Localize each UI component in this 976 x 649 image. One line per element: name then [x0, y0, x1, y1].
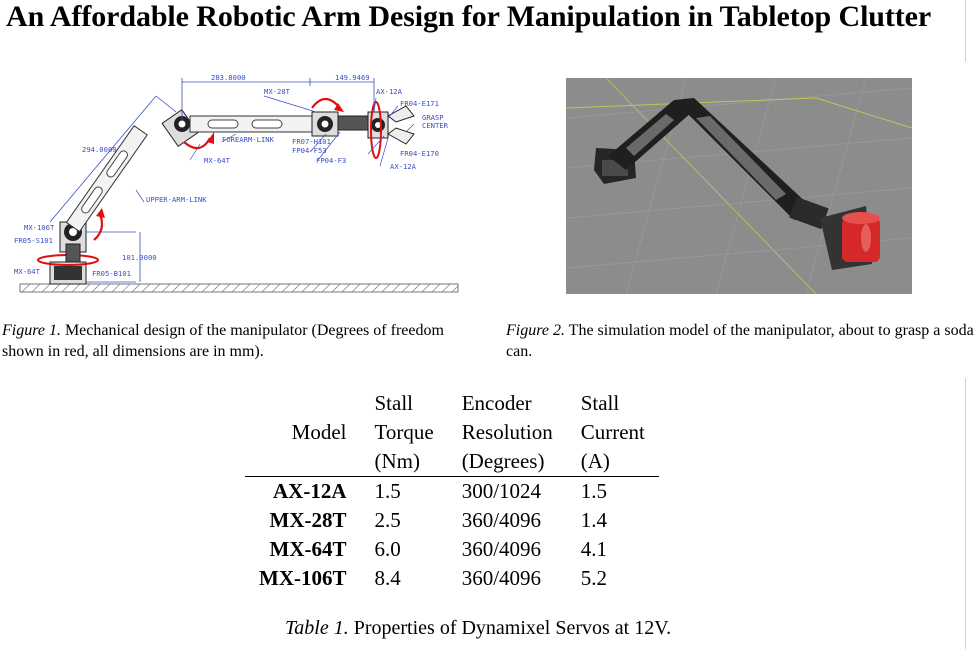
label-fr04-e170: FR04-E170 — [400, 149, 439, 158]
label-center: CENTER — [422, 121, 449, 130]
model-cell: MX-28T — [269, 508, 347, 532]
dim-wrist-label: 149.9469 — [335, 73, 370, 82]
header-cell — [245, 389, 361, 418]
model-cell: AX-12A — [273, 479, 347, 503]
table-header-row: Model Torque Resolution Current — [245, 418, 659, 447]
label-ax12a-top: AX-12A — [376, 87, 403, 96]
header-cell: Stall — [580, 391, 620, 415]
servo-properties-table: Stall Encoder Stall Model Torque Resolut… — [245, 389, 659, 593]
sim-soda-can — [842, 218, 880, 262]
torque-cell: 2.5 — [374, 508, 401, 532]
header-cell: (Nm) — [360, 447, 448, 477]
model-cell: MX-106T — [259, 566, 347, 590]
table1-caption: Table 1. Properties of Dynamixel Servos … — [285, 617, 671, 640]
resolution-cell: 360/4096 — [461, 537, 542, 561]
table-header-row: Stall Encoder Stall — [245, 389, 659, 418]
label-mx64t-elbow: MX-64T — [204, 156, 231, 165]
resolution-cell: 360/4096 — [461, 508, 542, 532]
sim-wrist — [789, 196, 829, 230]
figure2-caption-text: The simulation model of the manipulator,… — [506, 322, 974, 360]
label-fr07-h101: FR07-H101 — [292, 137, 331, 146]
base-servo-body — [54, 266, 82, 280]
table-row: MX-28T 2.5 360/4096 1.4 — [245, 506, 659, 535]
figure1-caption-label: Figure 1. — [2, 322, 61, 339]
ground-plate — [19, 283, 459, 293]
torque-cell: 6.0 — [374, 537, 401, 561]
wrist-bracket — [337, 115, 369, 131]
header-cell: (Degrees) — [447, 447, 567, 477]
wrist-dof-arrow — [311, 97, 341, 109]
label-grasp: GRASP — [422, 113, 444, 122]
label-upper-arm-link: UPPER-ARM-LINK — [146, 195, 207, 204]
upper-arm-link — [65, 125, 148, 233]
header-cell: (A) — [566, 447, 659, 477]
paper-title: An Affordable Robotic Arm Design for Man… — [6, 0, 932, 33]
table-row: AX-12A 1.5 300/1024 1.5 — [245, 477, 659, 507]
table-row: MX-106T 8.4 360/4096 5.2 — [245, 564, 659, 593]
table-row: MX-64T 6.0 360/4096 4.1 — [245, 535, 659, 564]
table1-caption-text: Properties of Dynamixel Servos at 12V. — [348, 617, 672, 639]
table-header-row: (Nm) (Degrees) (A) — [245, 447, 659, 477]
table1-caption-label: Table 1. — [285, 617, 349, 639]
label-fr05-s101: FR05-S101 — [14, 236, 53, 245]
dim-base-label: 101.0000 — [122, 253, 157, 262]
label-forearm-link: FOREARM-LINK — [222, 135, 275, 144]
label-mx64t-base: MX-64T — [14, 267, 41, 276]
header-cell: Stall — [374, 391, 414, 415]
torque-cell: 8.4 — [374, 566, 401, 590]
header-cell — [245, 447, 361, 477]
figure1-caption: Figure 1. Mechanical design of the manip… — [2, 320, 477, 362]
shoulder-bracket — [65, 243, 81, 263]
header-cell: Torque — [374, 420, 434, 444]
resolution-cell: 300/1024 — [461, 479, 542, 503]
ground-hatch — [21, 283, 459, 293]
label-fp04-f53: FP04-F53 — [292, 146, 327, 155]
gripper-finger-top — [387, 105, 415, 123]
current-cell: 5.2 — [580, 566, 607, 590]
page-edge-rule — [965, 0, 966, 62]
label-fp04-f3: FP04-F3 — [316, 156, 346, 165]
header-cell: Model — [291, 420, 347, 444]
leader-lines — [135, 95, 415, 203]
header-cell: Resolution — [461, 420, 553, 444]
model-cell: MX-64T — [269, 537, 347, 561]
figure1-mechanical-drawing: 283.8000 149.9469 MX-28T AX-12A FR04-E17… — [14, 73, 459, 293]
label-mx28t: MX-28T — [264, 87, 291, 96]
shoulder-dof-arrow — [93, 213, 104, 241]
figure2-caption: Figure 2. The simulation model of the ma… — [506, 320, 976, 362]
resolution-cell: 360/4096 — [461, 566, 542, 590]
dim-upper-label: 294.0000 — [82, 145, 117, 154]
label-ax12a-bottom: AX-12A — [390, 162, 417, 171]
gripper-roll-dof-arrow — [370, 101, 382, 159]
figure1-caption-text: Mechanical design of the manipulator (De… — [2, 322, 444, 360]
torque-cell: 1.5 — [374, 479, 401, 503]
label-fr05-b101: FR05-B101 — [92, 269, 131, 278]
dim-forearm-label: 283.8000 — [211, 73, 246, 82]
label-fr04-e171: FR04-E171 — [400, 99, 439, 108]
current-cell: 4.1 — [580, 537, 607, 561]
header-cell: Encoder — [461, 391, 532, 415]
figure2-caption-label: Figure 2. — [506, 322, 565, 339]
header-cell: Current — [580, 420, 645, 444]
figure2-simulation-render — [566, 78, 912, 294]
current-cell: 1.4 — [580, 508, 607, 532]
dimension-lines — [49, 78, 375, 283]
page-edge-rule — [965, 378, 966, 649]
gripper-finger-bottom — [387, 127, 415, 145]
label-mx106t: MX-106T — [24, 223, 55, 232]
current-cell: 1.5 — [580, 479, 607, 503]
sim-workspace-outline — [566, 97, 912, 129]
